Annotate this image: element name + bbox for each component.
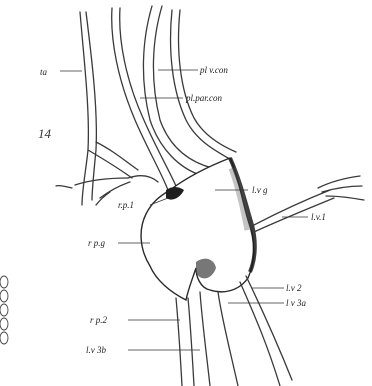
label-l-v-g: l.v g bbox=[252, 185, 268, 195]
label-l-v-3b: l.v 3b bbox=[86, 345, 106, 355]
figure-number: 14 bbox=[38, 126, 52, 141]
label-pl-par-con: pl.par.con bbox=[185, 93, 223, 103]
label-r-p-g: r p.g bbox=[88, 238, 106, 248]
label-r-p-1: r.p.1 bbox=[118, 200, 134, 210]
ganglion bbox=[141, 158, 255, 300]
label-l-v-2: l.v 2 bbox=[286, 283, 302, 293]
label-l-v-1: l.v.1 bbox=[311, 212, 326, 222]
left-edge-ellipses bbox=[0, 276, 8, 344]
lower-nerves bbox=[176, 276, 292, 386]
lv1-nerve bbox=[252, 176, 364, 232]
label-l-v-3a: l v 3a bbox=[286, 298, 306, 308]
left-branches bbox=[56, 142, 158, 205]
label-pl-v-con: pl v.con bbox=[199, 65, 228, 75]
label-r-p-2: r p.2 bbox=[90, 315, 108, 325]
label-ta: ta bbox=[40, 67, 48, 77]
